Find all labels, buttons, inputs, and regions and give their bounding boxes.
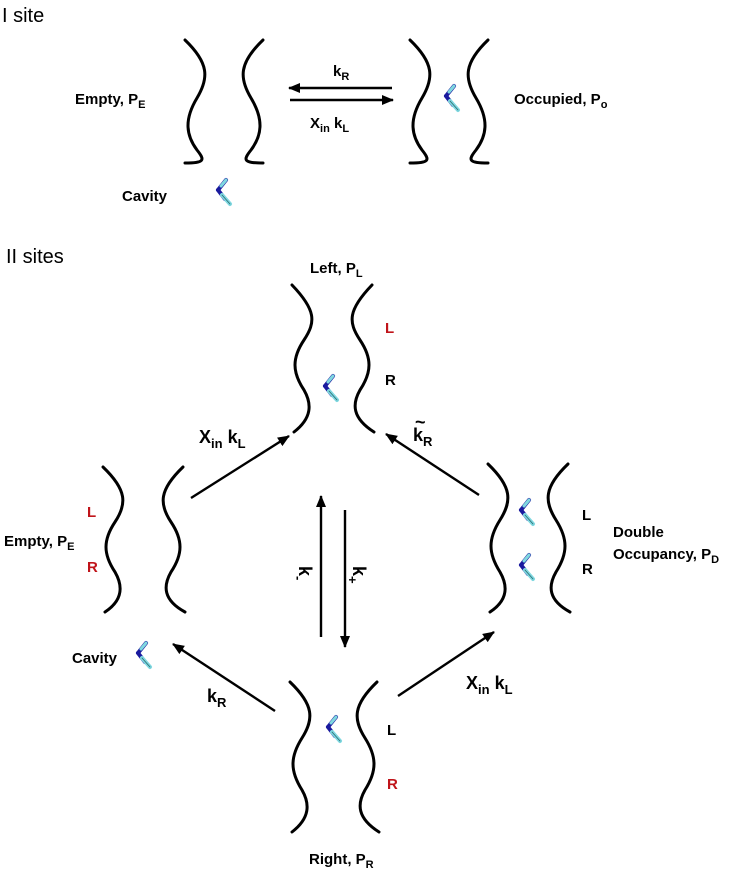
- left-state-channel: [290, 283, 376, 434]
- rate-right-to-empty: kR: [207, 686, 227, 710]
- one-site-rate-top: kR: [333, 63, 349, 83]
- rate-double-to-left: kR: [413, 425, 433, 449]
- empty-state-site-R: R: [87, 559, 98, 576]
- rate-right-to-double: Xin kL: [466, 673, 513, 697]
- right-to-double-arrow: [397, 631, 495, 697]
- double-state-channel: [486, 462, 572, 614]
- right-state-label: Right, PR: [309, 851, 374, 871]
- double-state-molecule-L: [519, 498, 535, 526]
- rate-double-to-left-tilde: ~: [415, 412, 426, 432]
- one-site-header: I site: [2, 5, 44, 27]
- one-site-occupied-label: Occupied, Po: [514, 91, 608, 111]
- one-site-cavity-label: Cavity: [122, 188, 168, 205]
- rate-minus: k-: [291, 566, 315, 580]
- one-site-empty-label: Empty, PE: [75, 91, 145, 111]
- empty-state-label: Empty, PE: [4, 533, 74, 553]
- one-site-bound-molecule: [444, 84, 460, 112]
- double-state-label-line2: Occupancy, PD: [613, 546, 719, 566]
- one-site-occupied-channel: [408, 38, 490, 165]
- rate-empty-to-left: Xin kL: [199, 427, 246, 451]
- two-sites-header: II sites: [6, 246, 64, 268]
- left-state-molecule: [323, 374, 339, 402]
- two-sites-cavity-molecule: [136, 641, 152, 669]
- left-state-site-R: R: [385, 372, 396, 389]
- double-state-label-line1: Double: [613, 524, 664, 541]
- one-site-rate-bottom: Xin kL: [310, 115, 349, 135]
- right-state-channel: [288, 680, 381, 834]
- two-sites-cavity-label: Cavity: [72, 650, 118, 667]
- one-site-empty-channel: [183, 38, 265, 165]
- one-site-cavity-molecule: [216, 178, 232, 206]
- right-to-empty-arrow: [172, 642, 276, 713]
- rate-plus: k+: [345, 566, 369, 584]
- right-state-molecule: [326, 715, 342, 743]
- right-state-site-R: R: [387, 776, 398, 793]
- left-state-label: Left, PL: [310, 260, 363, 280]
- double-state-site-L: L: [582, 507, 591, 524]
- empty-state-channel: [101, 465, 187, 614]
- left-state-site-L: L: [385, 320, 394, 337]
- double-to-left-arrow: [385, 432, 480, 497]
- right-state-site-L: L: [387, 722, 396, 739]
- empty-state-site-L: L: [87, 504, 96, 521]
- empty-to-left-arrow: [190, 434, 290, 500]
- double-state-site-R: R: [582, 561, 593, 578]
- double-state-molecule-R: [519, 553, 535, 581]
